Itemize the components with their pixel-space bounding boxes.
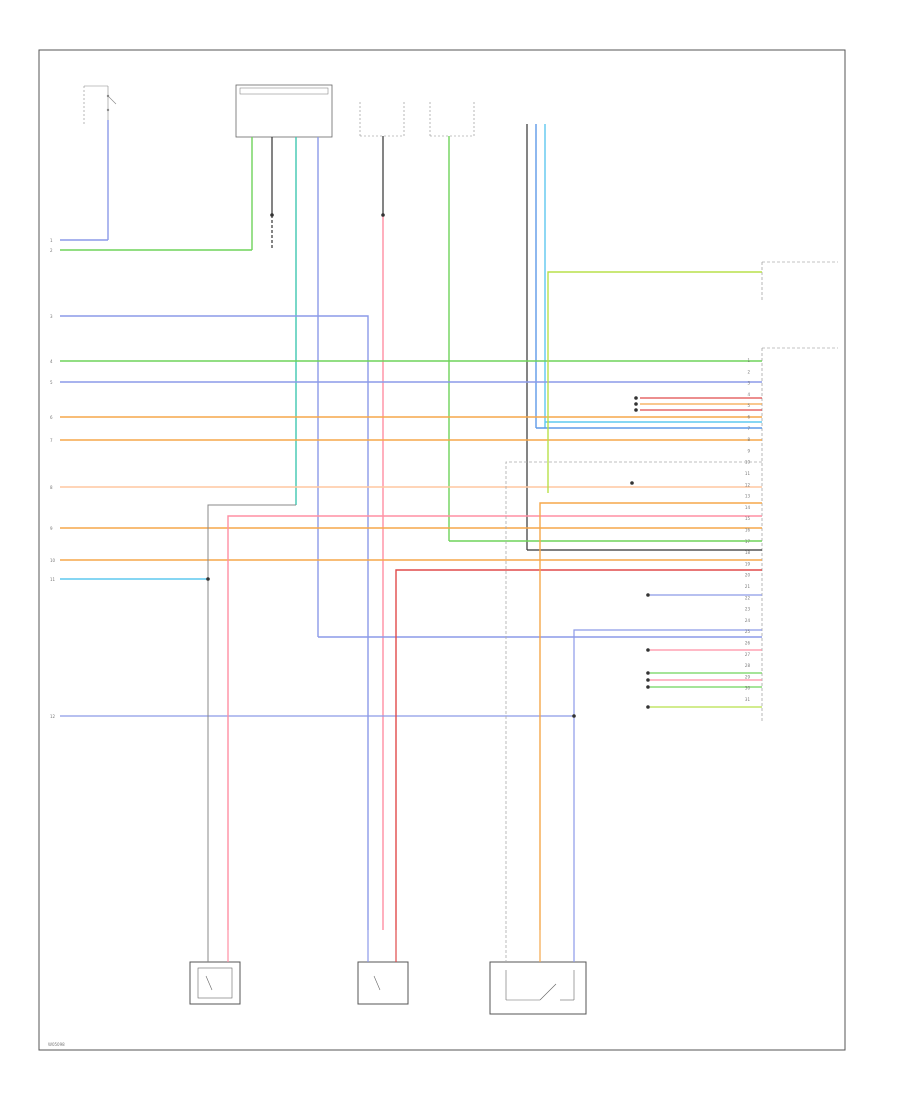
wire-h-blue-3 [60,315,369,930]
bottom-switch-3 [489,930,587,1015]
right-pin-number: 29 [745,674,751,679]
wire-orange-to-switch [539,502,762,930]
top-left-switch [83,85,117,124]
diagram-frame [38,49,846,1051]
splice-dot [634,396,638,400]
right-pin-number: 12 [745,482,751,487]
right-pin-number: 16 [745,528,751,533]
right-pin-number: 1 [747,358,750,363]
right-pin-number: 25 [745,629,751,634]
left-pin-number: 3 [50,314,53,319]
splice-dot [646,705,650,709]
right-pin-number: 31 [745,697,751,702]
component-box-2 [359,102,405,137]
splice-dot [206,577,210,581]
splice-dot [634,408,638,412]
right-pin-number: 8 [747,437,750,442]
left-pin-number: 11 [50,577,56,582]
wire-teal-to-sensor1 [207,504,296,930]
splice-dot [646,678,650,682]
right-pin-number: 17 [745,539,751,544]
right-connector-top [761,261,838,300]
splice-dot [646,593,650,597]
right-pin-numbers: 1234567891011121314151617181920212223242… [745,358,751,702]
right-pin-number: 18 [745,550,751,555]
right-pin-number: 7 [747,426,750,431]
figure-code: W05098 [48,1042,65,1047]
left-pin-number: 7 [50,438,53,443]
right-pin-number: 23 [745,607,751,612]
right-pin-number: 5 [747,403,750,408]
left-pin-number: 10 [50,558,56,563]
right-pin-number: 3 [747,381,750,386]
right-pin-number: 2 [747,369,750,374]
splice-dot [270,213,274,217]
right-pin-number: 4 [747,392,750,397]
right-pin-number: 21 [745,584,751,589]
left-pin-number: 12 [50,714,56,719]
splice-dot [634,402,638,406]
component-box-1 [235,84,333,138]
right-pin-number: 13 [745,494,751,499]
left-pin-number: 4 [50,359,53,364]
right-pin-number: 19 [745,561,751,566]
left-pin-number: 2 [50,248,53,253]
splice-dot [630,481,634,485]
right-connector-main [761,347,838,722]
splice-dot [646,685,650,689]
splice-dot [572,714,576,718]
right-pin-number: 24 [745,618,751,623]
right-pin-number: 10 [745,460,751,465]
right-pin-number: 11 [745,471,751,476]
left-pin-number: 8 [50,485,53,490]
right-pin-number: 22 [745,595,751,600]
right-pin-number: 28 [745,663,751,668]
right-pin-number: 15 [745,516,751,521]
wire-blue-to-switch [573,629,762,930]
left-pin-number: 5 [50,380,53,385]
wire-red-to-sensor2 [395,569,762,930]
wire-dashed-to-switch [505,461,762,930]
component-box-1-inner [239,87,329,95]
right-pin-number: 6 [747,415,750,420]
wire-pink-to-sensor1 [227,515,762,930]
left-pin-number: 1 [50,238,53,243]
right-pin-number: 30 [745,686,751,691]
component-box-3 [429,102,475,137]
splice-dot [646,671,650,675]
bottom-sensor-2 [357,930,409,1005]
right-pin-number: 26 [745,641,751,646]
bottom-sensor-1 [189,930,241,1005]
wire-yellowgreen-top [547,271,762,493]
splice-dot [646,648,650,652]
right-pin-number: 27 [745,652,751,657]
splice-dot [381,213,385,217]
right-pin-number: 14 [745,505,751,510]
right-pin-number: 9 [747,448,750,453]
left-pin-number: 6 [50,415,53,420]
right-pin-number: 20 [745,573,751,578]
left-pin-number: 9 [50,526,53,531]
